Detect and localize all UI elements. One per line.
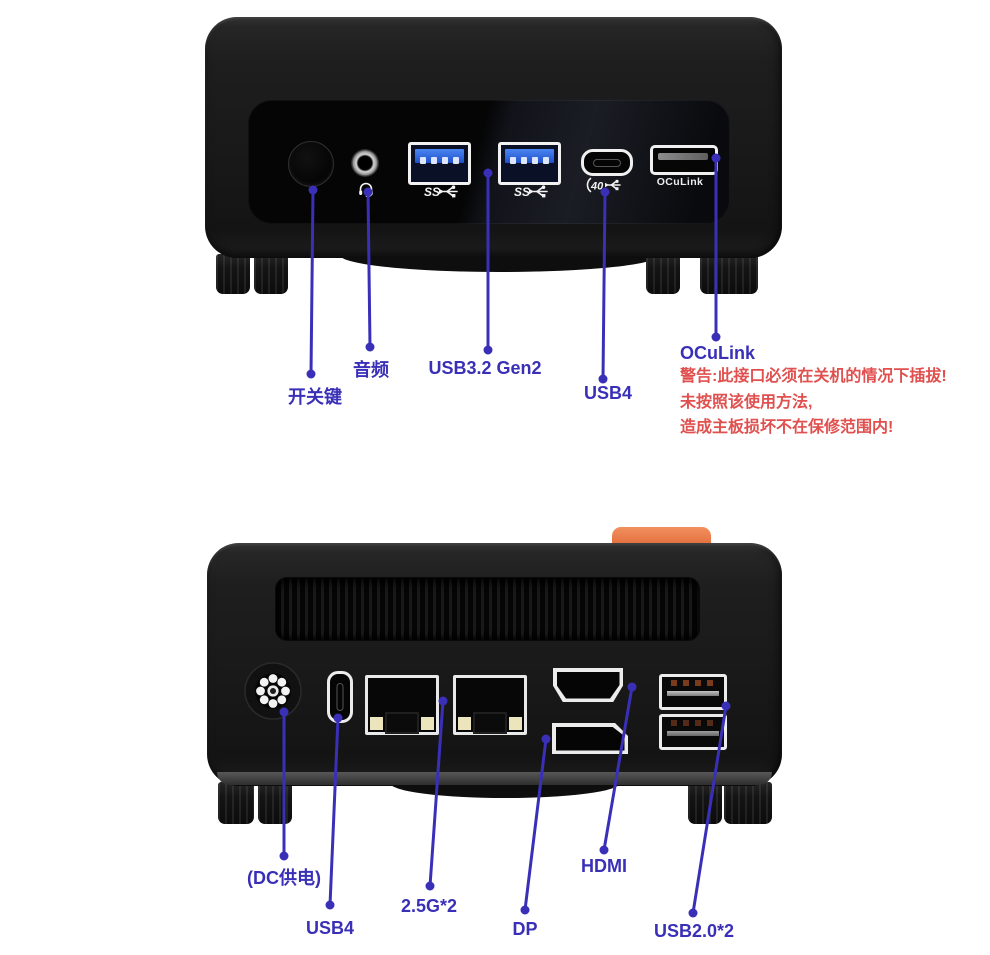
svg-text:SS: SS [424,185,440,199]
usb-pin [442,157,448,164]
label-dp: DP [512,919,538,939]
usb-c-port-front [581,149,633,176]
usb-c-port-rear [327,671,353,723]
rj45-clip [387,714,417,732]
ethernet-port-1 [365,675,439,735]
usb-a-port-front-2 [498,142,561,185]
rj45-tab [370,717,383,730]
usb3-superspeed-icon: SS [514,185,548,199]
usb-pin [532,157,538,164]
headset-icon [359,182,373,198]
usb-pin [510,157,516,164]
rj45-tab [458,717,471,730]
rj45-tab [509,717,522,730]
usb-pin [453,157,459,164]
oculink-warning-text: 警告:此接口必须在关机的情况下插拔! 未按照该使用方法, 造成主板损坏不在保修范… [680,364,947,441]
label-power-key: 开关键 [288,387,342,407]
label-usb4-front: USB4 [583,383,633,403]
label-oculink: OCuLink [680,343,755,363]
usb-a-port-rear-2 [659,714,727,750]
usb-pin [420,157,426,164]
svg-text:SS: SS [514,185,530,199]
rear-foot [724,782,772,824]
oculink-port-print: OCuLink [656,176,704,188]
label-usb4-rear: USB4 [305,918,355,938]
label-usb32-gen2: USB3.2 Gen2 [428,358,542,378]
displayport-port [552,723,628,754]
rj45-clip [475,714,505,732]
usb-a-port-front-1 [408,142,471,185]
front-foot [700,254,758,294]
usb4-40gbps-icon: 40 [586,177,621,193]
rear-vent-grille [275,577,700,641]
svg-text:40: 40 [590,181,604,193]
label-usb2: USB2.0*2 [653,921,735,941]
audio-jack-port [351,149,379,177]
usb-pin [521,157,527,164]
oculink-port [650,145,718,175]
label-dc-power: (DC供电) [247,868,321,888]
front-foot [254,254,288,294]
usb-tongue [415,149,464,163]
usb-a-port-rear-1 [659,674,727,710]
usb3-superspeed-icon: SS [424,185,458,199]
warning-line-3: 造成主板损坏不在保修范围内! [680,419,894,436]
label-audio: 音频 [353,360,389,380]
label-hdmi: HDMI [581,856,627,876]
front-foot [216,254,250,294]
dc-power-jack [244,662,302,720]
front-foot [646,254,680,294]
rear-foot [258,782,292,824]
ethernet-port-2 [453,675,527,735]
rear-foot [218,782,254,824]
usb-tongue [505,149,554,163]
rear-foot [688,782,722,824]
warning-line-1: 警告:此接口必须在关机的情况下插拔! [680,368,947,385]
usb-pin [431,157,437,164]
hdmi-port [553,668,623,702]
rj45-tab [421,717,434,730]
warning-line-2: 未按照该使用方法, [680,393,813,411]
power-button [288,141,334,187]
rear-chassis-lip [217,772,772,785]
label-ethernet: 2.5G*2 [400,896,458,916]
usb-pin [543,157,549,164]
